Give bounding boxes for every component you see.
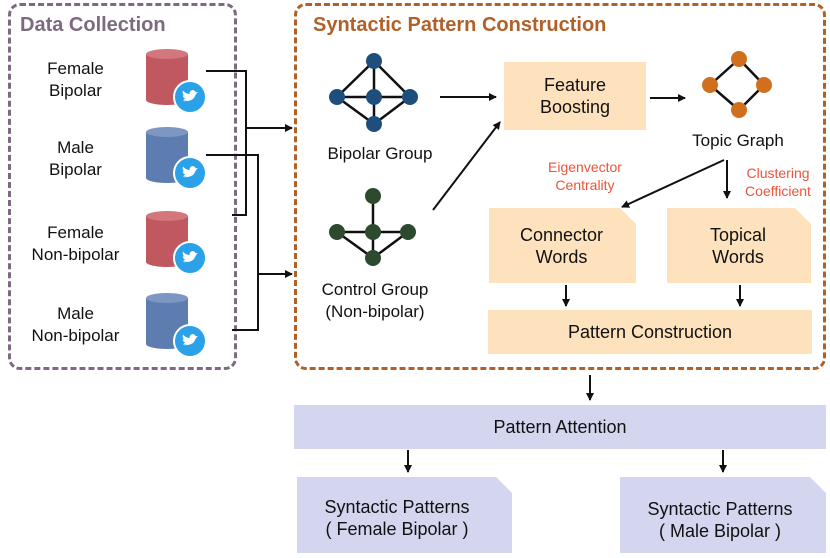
eigenvector-centrality-label: EigenvectorCentrality (530, 158, 640, 194)
topic-graph-icon (702, 51, 772, 118)
connector-words-label: ConnectorWords (489, 224, 634, 268)
database-icon-female-bipolar (146, 49, 206, 113)
pattern-construction-box: Pattern Construction (488, 310, 812, 354)
pattern-attention-box: Pattern Attention (294, 405, 826, 449)
output-female-label: Syntactic Patterns( Female Bipolar ) (297, 496, 497, 540)
source-connectors (206, 71, 292, 330)
topical-words-label: TopicalWords (667, 224, 809, 268)
control-group-label: Control Group(Non-bipolar) (300, 279, 450, 323)
clustering-coefficient-label: ClusteringCoefficient (733, 164, 823, 200)
database-icon-male-nonbipolar (146, 293, 206, 357)
control-graph-icon (329, 188, 416, 266)
bipolar-group-label: Bipolar Group (305, 143, 455, 165)
feature-boosting-box: FeatureBoosting (504, 62, 646, 130)
topic-graph-label: Topic Graph (668, 130, 808, 152)
database-icon-female-nonbipolar (146, 211, 206, 274)
output-male-label: Syntactic Patterns( Male Bipolar ) (620, 498, 820, 542)
database-icon-male-bipolar (146, 127, 206, 189)
bipolar-graph-icon (329, 53, 418, 132)
